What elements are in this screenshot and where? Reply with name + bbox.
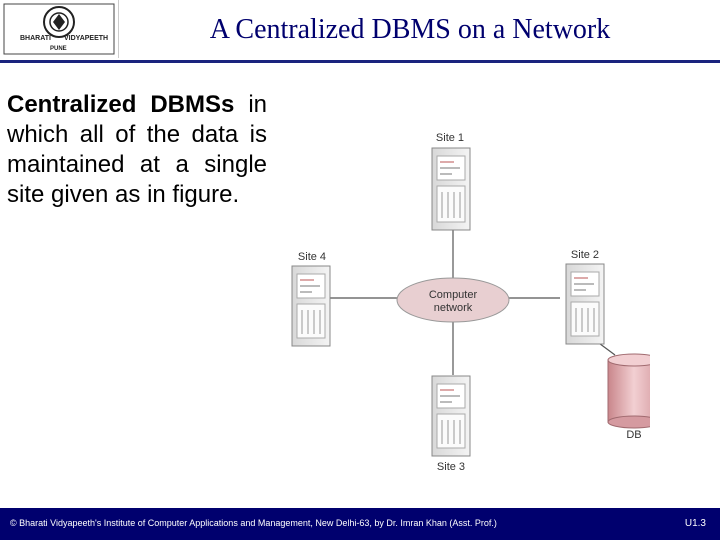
site-4-server-icon [291, 265, 331, 347]
site-3-server-icon [431, 375, 471, 457]
title-divider [0, 60, 720, 63]
body-lead-bold: Centralized DBMSs [7, 91, 235, 118]
footer-bar: © Bharati Vidyapeeth's Institute of Comp… [0, 508, 720, 540]
database-cylinder-icon [607, 353, 650, 429]
logo-emblem-icon: BHARATI VIDYAPEETH PUNE [3, 3, 115, 55]
computer-network-node: Computer network [396, 277, 510, 323]
svg-text:VIDYAPEETH: VIDYAPEETH [64, 35, 108, 42]
slide-title: A Centralized DBMS on a Network [209, 14, 611, 45]
site-2-server-icon [565, 263, 605, 345]
body-lead-rest: in which all of the data is maintained a… [7, 91, 267, 208]
site-1-server-icon [431, 147, 471, 231]
site-2-label: Site 2 [571, 249, 599, 261]
svg-text:PUNE: PUNE [50, 46, 67, 52]
network-label-line1: Computer [429, 289, 478, 301]
site-3-label: Site 3 [437, 461, 465, 473]
institute-logo: BHARATI VIDYAPEETH PUNE [0, 0, 119, 58]
db-label: DB [626, 429, 641, 441]
footer-credit: © Bharati Vidyapeeth's Institute of Comp… [10, 518, 497, 528]
network-label-line2: network [434, 302, 473, 314]
site-1-label: Site 1 [436, 132, 464, 144]
header: BHARATI VIDYAPEETH PUNE A Centralized DB… [0, 0, 720, 58]
svg-text:BHARATI: BHARATI [20, 35, 51, 42]
site-4-label: Site 4 [298, 251, 326, 263]
network-diagram: Computer network Site 1 Site 4 Site 2 [291, 132, 650, 473]
body-paragraph: Centralized DBMSs in which all of the da… [7, 90, 267, 210]
slide-number: U1.3 [684, 518, 706, 529]
